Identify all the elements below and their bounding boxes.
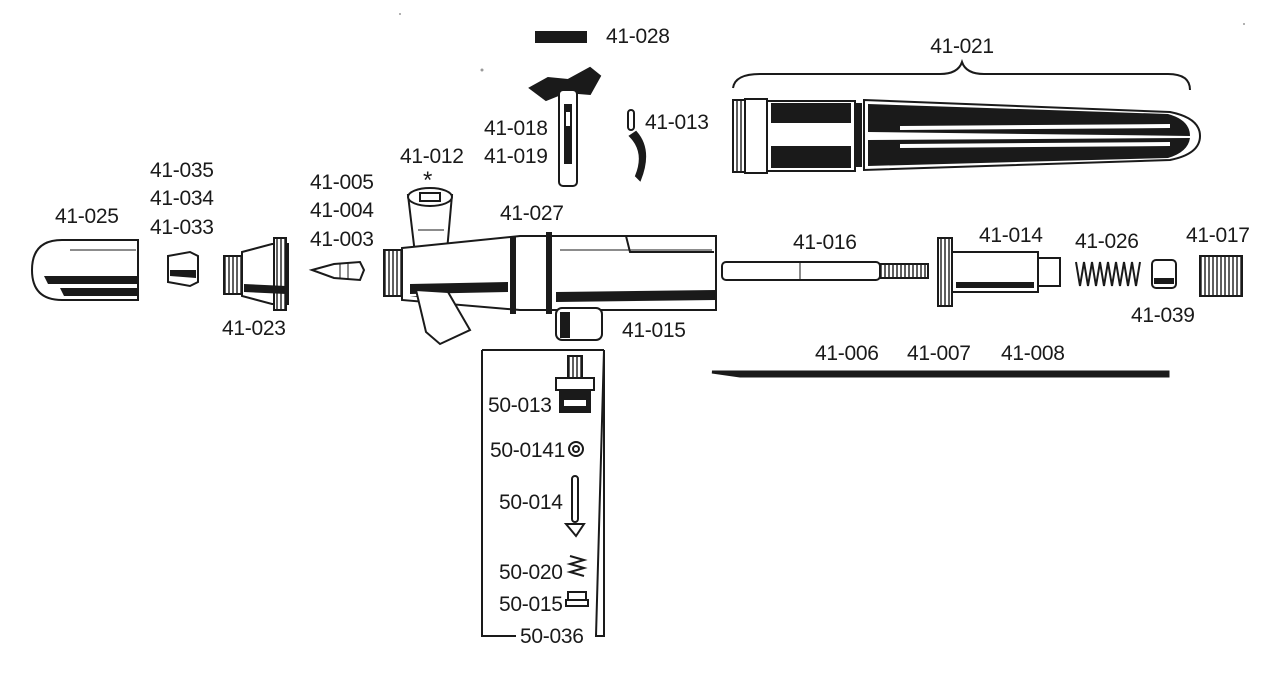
part-41-039-spring-guide bbox=[1151, 259, 1177, 289]
part-50-014-valve-stem bbox=[563, 475, 586, 538]
part-41-028-handle-insert bbox=[535, 31, 587, 43]
part-50-015-guide bbox=[565, 591, 589, 607]
part-41-033-air-cap bbox=[167, 250, 199, 288]
part-41-003-tip bbox=[308, 260, 366, 282]
part-41-014-nut bbox=[937, 237, 1061, 307]
callout-41-015: 41-015 bbox=[622, 319, 686, 342]
callout-41-006: 41-006 bbox=[815, 342, 879, 365]
callout-41-016: 41-016 bbox=[793, 231, 857, 254]
part-50-0141-o-ring bbox=[568, 441, 584, 457]
part-41-013-lever bbox=[627, 109, 647, 182]
part-50-013-valve-housing bbox=[555, 355, 595, 413]
part-41-016-guide bbox=[721, 261, 929, 281]
part-50-020-spring bbox=[566, 555, 588, 577]
callout-41-021: 41-021 bbox=[930, 35, 994, 58]
callout-50-0141: 50-0141 bbox=[490, 439, 565, 462]
part-41-023-head bbox=[223, 237, 289, 311]
callout-41-004: 41-004 bbox=[310, 199, 374, 222]
callout-41-019: 41-019 bbox=[484, 145, 548, 168]
part-41-025-nozzle-cap bbox=[30, 239, 139, 301]
callout-41-014: 41-014 bbox=[979, 224, 1043, 247]
callout-41-012-mark: * bbox=[423, 167, 433, 194]
callout-41-008: 41-008 bbox=[1001, 342, 1065, 365]
callout-41-028: 41-028 bbox=[606, 25, 670, 48]
callout-41-039: 41-039 bbox=[1131, 304, 1195, 327]
callout-41-007: 41-007 bbox=[907, 342, 971, 365]
callout-41-012: 41-012 bbox=[400, 145, 464, 168]
callout-50-020: 50-020 bbox=[499, 561, 563, 584]
callout-50-013: 50-013 bbox=[488, 394, 552, 417]
callout-41-023: 41-023 bbox=[222, 317, 286, 340]
callout-50-036: 50-036 bbox=[520, 625, 584, 648]
callout-41-018: 41-018 bbox=[484, 117, 548, 140]
callout-41-033: 41-033 bbox=[150, 216, 214, 239]
callout-41-034: 41-034 bbox=[150, 187, 214, 210]
part-41-017-cap bbox=[1199, 255, 1243, 297]
part-41-018-trigger bbox=[528, 66, 602, 187]
callout-41-005: 41-005 bbox=[310, 171, 374, 194]
callout-41-025: 41-025 bbox=[55, 205, 119, 228]
part-body bbox=[383, 232, 717, 346]
part-41-021-handle bbox=[732, 58, 1202, 174]
callout-41-013: 41-013 bbox=[645, 111, 709, 134]
callout-41-017: 41-017 bbox=[1186, 224, 1250, 247]
callout-41-027: 41-027 bbox=[500, 202, 564, 225]
callout-41-003: 41-003 bbox=[310, 228, 374, 251]
callout-50-015: 50-015 bbox=[499, 593, 563, 616]
scan-specks bbox=[399, 13, 1245, 72]
callout-41-026: 41-026 bbox=[1075, 230, 1139, 253]
part-41-026-spring bbox=[1075, 261, 1141, 287]
callout-41-035: 41-035 bbox=[150, 159, 214, 182]
part-41-006-needle bbox=[711, 370, 1170, 378]
valve-assembly-frame bbox=[481, 349, 605, 637]
callout-50-014: 50-014 bbox=[499, 491, 563, 514]
